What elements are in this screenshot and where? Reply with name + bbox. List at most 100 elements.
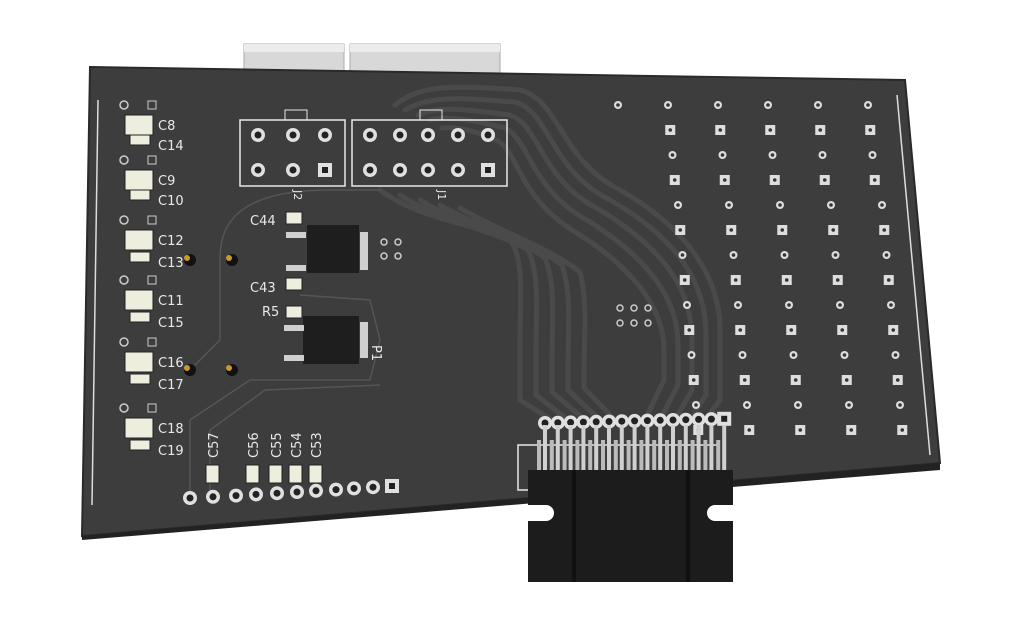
pad-hole — [321, 131, 329, 139]
pad-hole — [784, 278, 789, 282]
label-c18: C18 — [158, 422, 184, 437]
smd-capacitor — [288, 464, 303, 484]
ic-lead — [709, 425, 714, 470]
ic-lead — [696, 425, 701, 470]
pad-hole — [770, 153, 775, 157]
pad-hole — [898, 403, 902, 407]
via — [147, 275, 157, 285]
pad-hole — [350, 484, 358, 492]
pad-hole — [678, 228, 683, 232]
ic-lead — [555, 425, 560, 470]
pad-hole — [254, 166, 262, 174]
pad-hole — [396, 131, 404, 139]
ic-lead — [658, 425, 663, 470]
pad-hole — [643, 417, 651, 425]
pad-hole — [729, 228, 734, 232]
label-c16: C16 — [158, 356, 184, 371]
label-c57: C57 — [207, 432, 222, 458]
pad-hole — [682, 416, 690, 424]
ic-lead — [677, 440, 682, 470]
pad-hole — [554, 419, 562, 427]
pad-hole — [592, 418, 600, 426]
regulator-lower-p1 — [284, 316, 368, 364]
pad-hole — [791, 353, 796, 357]
ic-lead — [652, 440, 657, 470]
pad-hole — [722, 178, 727, 182]
pad-hole — [835, 278, 840, 282]
pad-hole — [366, 131, 374, 139]
pad-hole — [369, 483, 377, 491]
label-c14: C14 — [158, 139, 184, 154]
pad-hole — [780, 228, 785, 232]
smd-capacitor — [129, 373, 151, 385]
pad-hole — [747, 428, 752, 432]
pad-hole — [656, 416, 664, 424]
pad-hole — [680, 253, 685, 257]
pad-hole — [820, 153, 825, 157]
smd-capacitor — [124, 289, 154, 311]
test-point-lead — [226, 255, 232, 261]
pad-hole — [685, 303, 689, 307]
pad-hole — [485, 167, 491, 173]
ic-lead — [581, 425, 586, 470]
smd-capacitor — [268, 464, 283, 484]
smd-part — [285, 277, 303, 291]
via — [147, 100, 157, 110]
pad-hole — [738, 328, 743, 332]
pad-hole — [691, 378, 696, 382]
ic-lead — [639, 440, 644, 470]
pad-hole — [618, 417, 626, 425]
pad-hole — [789, 328, 794, 332]
test-point-lead — [184, 255, 190, 261]
pad-hole — [895, 378, 900, 382]
pad-hole — [745, 403, 749, 407]
pad-hole — [740, 353, 745, 357]
ic-lead — [575, 440, 580, 470]
pad-hole — [454, 131, 462, 139]
pad-hole — [668, 128, 673, 132]
via — [119, 337, 129, 347]
pad-hole — [766, 103, 770, 107]
ic-lead — [537, 440, 541, 470]
pad-hole — [838, 303, 842, 307]
pad-hole — [695, 415, 703, 423]
label-c44: C44 — [250, 214, 276, 229]
smd-capacitor — [245, 464, 260, 484]
pad-hole — [872, 178, 877, 182]
ic-lead — [594, 425, 599, 470]
smd-capacitor — [129, 134, 151, 146]
pad-hole — [312, 487, 320, 495]
label-c11: C11 — [158, 294, 184, 309]
pad-hole — [721, 415, 728, 422]
ic-lead — [601, 440, 605, 470]
label-c13: C13 — [158, 256, 184, 271]
pad-hole — [880, 203, 884, 207]
via — [119, 403, 129, 413]
pad-hole — [778, 203, 782, 207]
pad-hole — [332, 486, 340, 494]
pad-hole — [689, 353, 694, 357]
pad-hole — [579, 418, 587, 426]
smd-capacitor — [124, 114, 154, 136]
pad-hole — [829, 203, 833, 207]
pad-hole — [889, 303, 893, 307]
pad-hole — [707, 415, 715, 423]
pad-hole — [793, 378, 798, 382]
ic-lead — [722, 425, 727, 470]
pad-hole — [669, 416, 677, 424]
pad-hole — [720, 153, 725, 157]
pad-hole — [718, 128, 723, 132]
ic-lead — [562, 440, 567, 470]
ic-lead — [690, 440, 695, 470]
pad-hole — [727, 203, 731, 207]
smd-capacitor — [124, 169, 154, 191]
header-j2 — [239, 109, 346, 187]
smd-capacitor — [205, 464, 220, 484]
pad-hole — [798, 428, 803, 432]
pad-hole — [840, 328, 845, 332]
ic-lead — [716, 440, 721, 470]
smd-capacitor — [129, 439, 151, 451]
small-vias — [380, 238, 652, 327]
ic-lead — [665, 440, 669, 470]
